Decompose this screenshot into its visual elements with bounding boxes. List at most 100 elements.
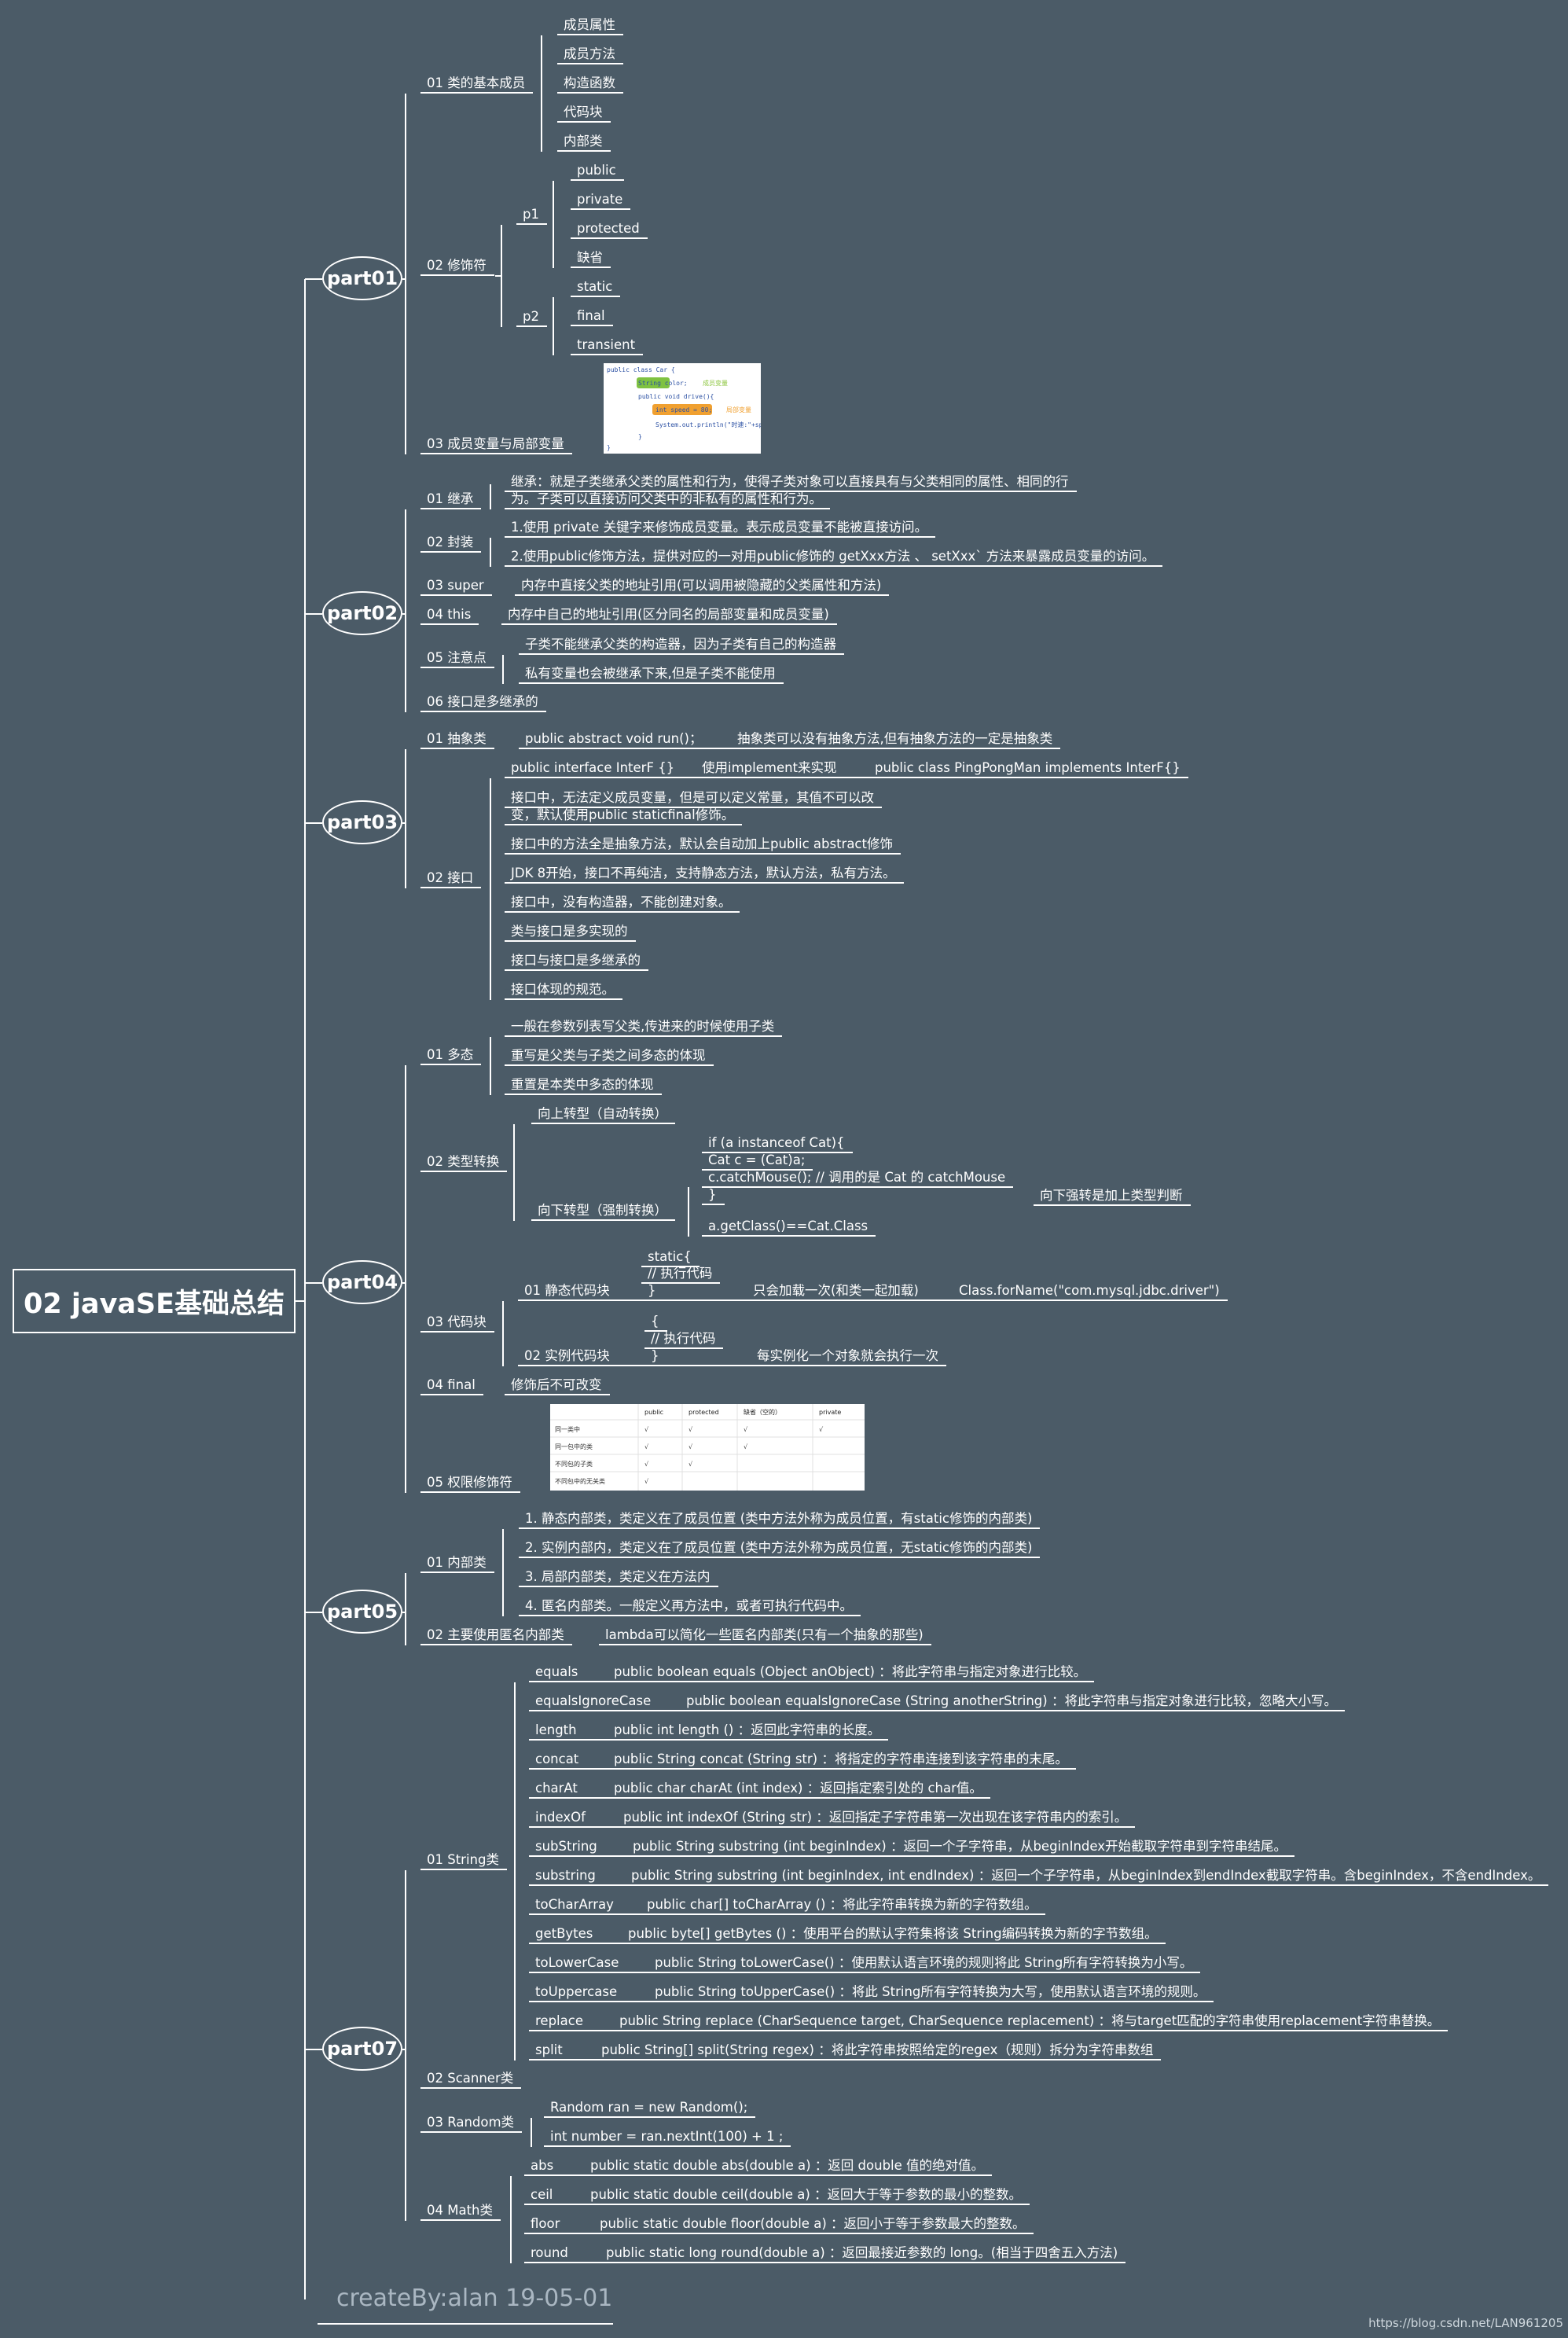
p1-modifier-item[interactable]: final: [577, 308, 605, 323]
p4-static-code[interactable]: static{: [648, 1249, 692, 1264]
p3-iface-item[interactable]: public interface InterF {}: [511, 760, 675, 775]
p4-instance-code[interactable]: }: [651, 1348, 659, 1363]
math-method-name[interactable]: ceil: [531, 2187, 553, 2202]
p3-iface-item[interactable]: 接口体现的规范。: [511, 982, 615, 997]
p3-iface-item[interactable]: 类与接口是多实现的: [511, 924, 628, 939]
p3-iface-item[interactable]: 使用implement来实现: [702, 760, 837, 775]
p4-instance-desc[interactable]: 每实例化一个对象就会执行一次: [757, 1348, 938, 1363]
string-method-desc[interactable]: public int length () ：返回此字符串的长度。: [614, 1722, 881, 1737]
part07-node[interactable]: part07: [322, 2027, 402, 2071]
p4-poly-item[interactable]: 一般在参数列表写父类,传进来的时候使用子类: [511, 1019, 775, 1034]
p7-math-class[interactable]: 04 Math类: [427, 2203, 494, 2218]
p1-modifier-item[interactable]: static: [577, 279, 613, 294]
string-method-desc[interactable]: public int indexOf (String str) ：返回指定子字符…: [623, 1810, 1128, 1825]
p4-getclass[interactable]: a.getClass()==Cat.Class: [708, 1219, 868, 1233]
string-method-name[interactable]: charAt: [535, 1781, 578, 1796]
string-method-name[interactable]: toLowerCase: [535, 1955, 619, 1970]
string-method-desc[interactable]: public String toUpperCase() ：将此 String所有…: [655, 1984, 1206, 1999]
p1-modifier-item[interactable]: transient: [577, 337, 636, 352]
p4-polymorphism[interactable]: 01 多态: [427, 1047, 474, 1062]
p3-abstract-code[interactable]: public abstract void run()；: [525, 731, 703, 746]
p2-this[interactable]: 04 this: [427, 607, 472, 622]
p3-interface[interactable]: 02 接口: [427, 870, 474, 885]
part04-node[interactable]: part04: [322, 1260, 402, 1304]
p5-inner-item[interactable]: 4. 匿名内部类。一般定义再方法中，或者可执行代码中。: [525, 1598, 853, 1613]
string-method-desc[interactable]: public String substring (int beginIndex,…: [631, 1868, 1541, 1883]
p2-super-desc[interactable]: 内存中直接父类的地址引用(可以调用被隐藏的父类属性和方法): [521, 578, 882, 593]
p5-inner-item[interactable]: 3. 局部内部类，类定义在方法内: [525, 1569, 711, 1584]
string-method-name[interactable]: getBytes: [535, 1926, 593, 1941]
p4-downcast-code[interactable]: }: [708, 1187, 717, 1202]
p2-this-desc[interactable]: 内存中自己的地址引用(区分同名的局部变量和成员变量): [508, 607, 829, 622]
p2-encap-item[interactable]: 2.使用public修饰方法，提供对应的一对用public修饰的 getXxx方…: [511, 549, 1155, 564]
part03-node[interactable]: part03: [322, 800, 402, 844]
p4-static-code[interactable]: }: [648, 1283, 656, 1298]
string-method-desc[interactable]: public String[] split(String regex) ：将此字…: [601, 2042, 1154, 2057]
p4-final-desc[interactable]: 修饰后不可改变: [511, 1377, 602, 1392]
p5-inner-class[interactable]: 01 内部类: [427, 1555, 487, 1570]
part01-node[interactable]: part01: [322, 256, 402, 300]
p4-downcast-code[interactable]: if (a instanceof Cat){: [708, 1135, 845, 1150]
p4-instance-code[interactable]: // 执行代码: [651, 1331, 716, 1346]
p2-inherit[interactable]: 01 继承: [427, 491, 474, 506]
p2-super[interactable]: 03 super: [427, 578, 484, 593]
p5-lambda-desc[interactable]: lambda可以简化一些匿名内部类(只有一个抽象的那些): [605, 1627, 924, 1642]
p2-notes[interactable]: 05 注意点: [427, 650, 487, 665]
p4-static-desc[interactable]: Class.forName("com.mysql.jdbc.driver"): [959, 1283, 1220, 1298]
p1-modifiers-p2[interactable]: p2: [523, 309, 539, 324]
part02-node[interactable]: part02: [322, 591, 402, 635]
p4-downcast-note[interactable]: 向下强转是加上类型判断: [1040, 1188, 1183, 1203]
p5-inner-item[interactable]: 2. 实例内部内，类定义在了成员位置 (类中方法外称为成员位置，无static修…: [525, 1540, 1033, 1555]
math-method-desc[interactable]: public static double abs(double a) ：返回 d…: [590, 2158, 985, 2173]
p1-modifiers[interactable]: 02 修饰符: [427, 258, 487, 273]
string-method-desc[interactable]: public String replace (CharSequence targ…: [619, 2013, 1441, 2028]
string-method-name[interactable]: split: [535, 2042, 563, 2057]
p4-poly-item[interactable]: 重写是父类与子类之间多态的体现: [511, 1048, 706, 1063]
p4-final[interactable]: 04 final: [427, 1377, 476, 1392]
p4-instance-block[interactable]: 02 实例代码块: [524, 1348, 610, 1363]
string-method-name[interactable]: equalsIgnoreCase: [535, 1693, 652, 1708]
p4-upcast[interactable]: 向上转型（自动转换）: [538, 1106, 667, 1121]
string-method-desc[interactable]: public char charAt (int index) ：返回指定索引处的…: [614, 1781, 982, 1796]
p3-iface-item[interactable]: 接口中的方法全是抽象方法，默认会自动加上public abstract修饰: [511, 836, 893, 851]
p1-member-item[interactable]: 成员属性: [564, 17, 615, 32]
p4-type-cast[interactable]: 02 类型转换: [427, 1154, 500, 1169]
p1-modifier-item[interactable]: private: [577, 192, 623, 207]
p1-member-vs-local[interactable]: 03 成员变量与局部变量: [427, 436, 564, 451]
p1-modifier-item[interactable]: 缺省: [577, 250, 603, 265]
p4-static-code[interactable]: // 执行代码: [648, 1266, 713, 1281]
string-method-name[interactable]: subString: [535, 1839, 597, 1854]
string-method-desc[interactable]: public String toLowerCase() ：使用默认语言环境的规则…: [655, 1955, 1193, 1970]
p4-downcast[interactable]: 向下转型（强制转换）: [538, 1203, 667, 1218]
p1-member-item[interactable]: 代码块: [564, 105, 603, 119]
string-method-desc[interactable]: public byte[] getBytes () ：使用平台的默认字符集将该 …: [628, 1926, 1158, 1941]
p7-random-code[interactable]: Random ran = new Random();: [550, 2100, 748, 2115]
p2-interface-multi[interactable]: 06 接口是多继承的: [427, 694, 538, 709]
p4-code-block[interactable]: 03 代码块: [427, 1314, 487, 1329]
p7-scanner-class[interactable]: 02 Scanner类: [427, 2071, 514, 2086]
string-method-name[interactable]: substring: [535, 1868, 596, 1883]
p3-iface-item[interactable]: 接口中，无法定义成员变量，但是可以定义常量，其值不可以改: [511, 790, 874, 805]
math-method-desc[interactable]: public static double ceil(double a) ：返回大…: [590, 2187, 1023, 2202]
string-method-name[interactable]: concat: [535, 1752, 579, 1766]
p4-access-modifiers[interactable]: 05 权限修饰符: [427, 1475, 512, 1490]
string-method-name[interactable]: toUppercase: [535, 1984, 618, 1999]
root-topic[interactable]: 02 javaSE基础总结: [13, 1269, 296, 1333]
p7-random-class[interactable]: 03 Random类: [427, 2115, 515, 2130]
string-method-name[interactable]: length: [535, 1722, 577, 1737]
p2-note-item[interactable]: 私有变量也会被继承下来,但是子类不能使用: [525, 666, 776, 681]
p5-inner-item[interactable]: 1. 静态内部类，类定义在了成员位置 (类中方法外称为成员位置，有static修…: [525, 1511, 1033, 1526]
p1-member-item[interactable]: 成员方法: [564, 46, 615, 61]
p1-modifier-item[interactable]: protected: [577, 221, 640, 236]
p3-abstract-desc[interactable]: 抽象类可以没有抽象方法,但有抽象方法的一定是抽象类: [737, 731, 1053, 746]
p1-modifier-item[interactable]: public: [577, 163, 616, 178]
string-method-desc[interactable]: public String substring (int beginIndex)…: [633, 1839, 1287, 1854]
string-method-name[interactable]: equals: [535, 1664, 578, 1679]
p4-downcast-code[interactable]: c.catchMouse(); // 调用的是 Cat 的 catchMouse: [708, 1170, 1006, 1185]
p1-member-item[interactable]: 内部类: [564, 134, 603, 149]
p2-note-item[interactable]: 子类不能继承父类的构造器，因为子类有自己的构造器: [525, 637, 836, 652]
p4-instance-code[interactable]: {: [651, 1314, 659, 1329]
p3-iface-item[interactable]: 接口与接口是多继承的: [511, 953, 641, 968]
p1-modifiers-p1[interactable]: p1: [523, 207, 539, 222]
math-method-name[interactable]: abs: [531, 2158, 554, 2173]
